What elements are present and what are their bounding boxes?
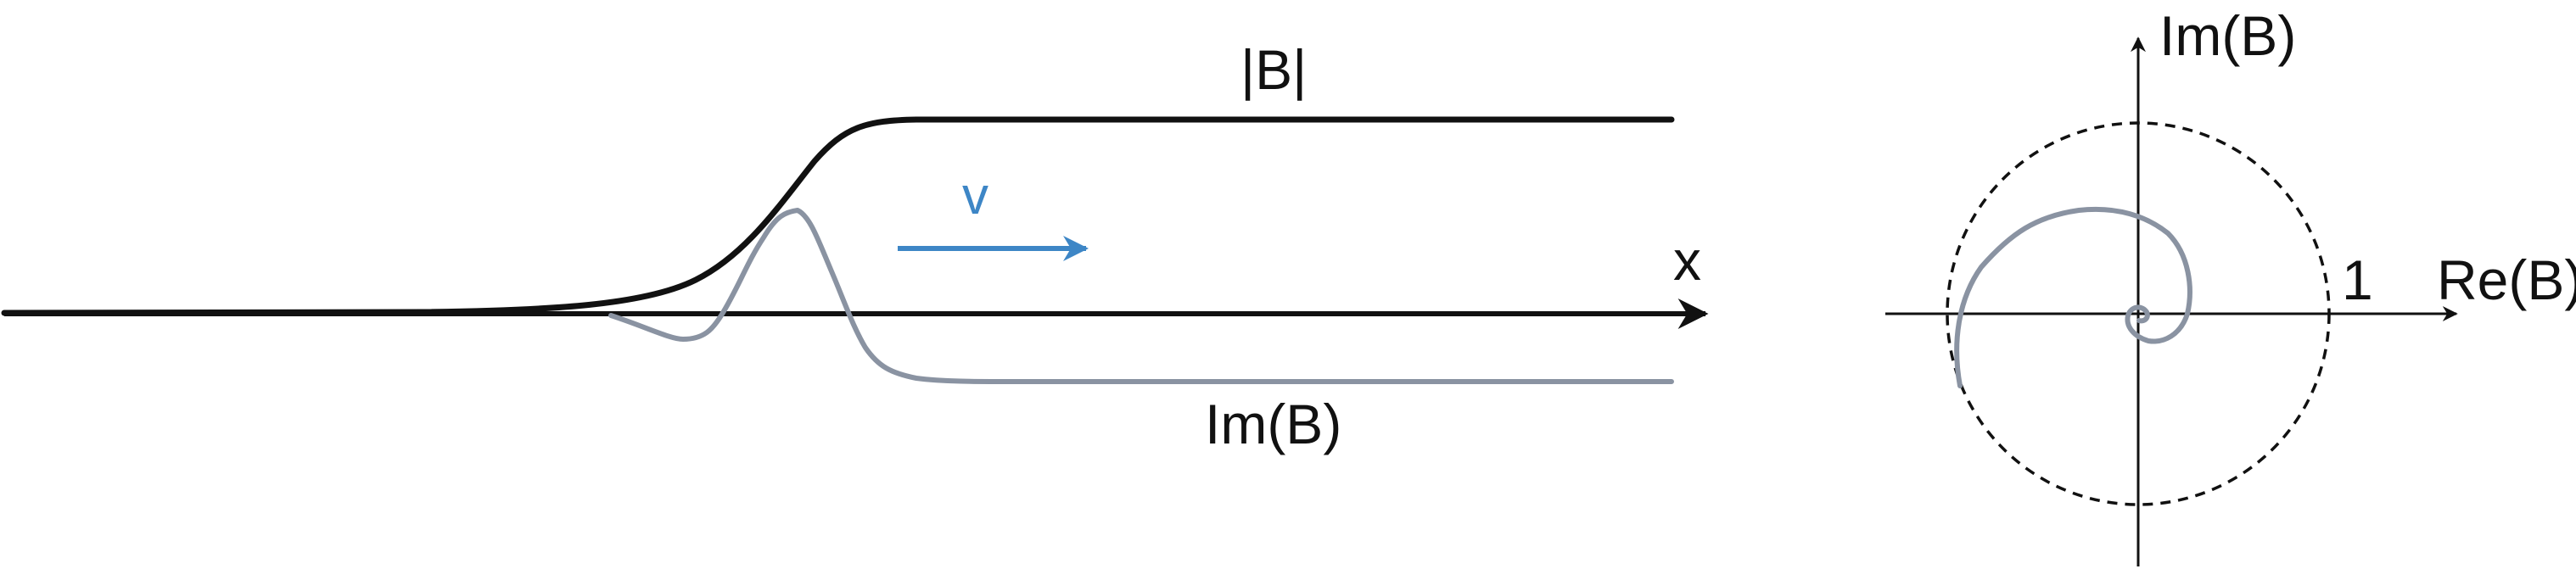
unit-label: 1 [2342, 248, 2373, 311]
imaginary-label: Im(B) [1205, 393, 1341, 455]
trajectory-curve [1954, 206, 2192, 388]
right-panel: Re(B) 1 Im(B) [1885, 4, 2576, 566]
im-axis-label: Im(B) [2159, 4, 2296, 67]
x-axis-label: x [1673, 229, 1701, 292]
imaginary-curve [608, 208, 1674, 384]
magnitude-curve [1, 116, 1675, 316]
velocity-label: v [962, 167, 988, 226]
re-axis-label: Re(B) [2437, 248, 2576, 311]
magnitude-label: |B| [1240, 38, 1307, 101]
left-panel: x |B| Im(B) v [1, 38, 1709, 455]
